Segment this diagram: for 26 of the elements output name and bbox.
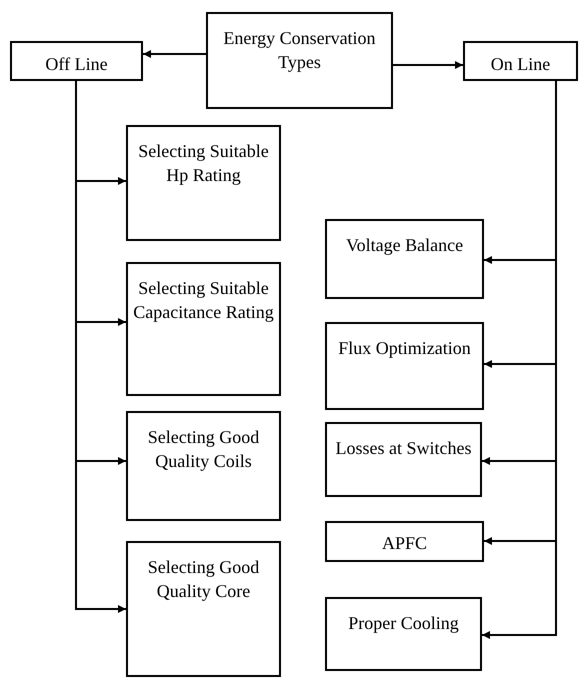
process-box — [126, 125, 281, 241]
box-label: Selecting Good Quality Core — [146, 556, 260, 603]
process-box — [206, 12, 393, 109]
process-box — [126, 411, 281, 521]
box-label: On Line — [490, 53, 552, 76]
process-box — [10, 41, 143, 81]
arrow — [143, 50, 206, 58]
process-box — [126, 262, 281, 396]
arrow — [393, 61, 463, 69]
box-label: Voltage Balance — [344, 234, 464, 257]
process-box — [325, 597, 482, 671]
box-label: Off Line — [44, 53, 109, 76]
box-label: Selecting Suitable Capacitance Rating — [132, 277, 275, 324]
process-box — [325, 521, 484, 562]
process-box — [126, 541, 281, 677]
box-label: Energy Conservation Types — [222, 27, 377, 74]
box-label: Losses at Switches — [334, 437, 472, 460]
box-label: Proper Cooling — [347, 612, 460, 635]
box-label: APFC — [380, 532, 428, 555]
process-box — [325, 322, 484, 410]
process-box — [463, 41, 578, 81]
box-label: Selecting Good Quality Coils — [146, 426, 260, 473]
process-box — [325, 219, 484, 299]
process-box — [325, 422, 482, 497]
box-label: Selecting Suitable Hp Rating — [137, 140, 270, 187]
box-label: Flux Optimization — [337, 337, 472, 360]
